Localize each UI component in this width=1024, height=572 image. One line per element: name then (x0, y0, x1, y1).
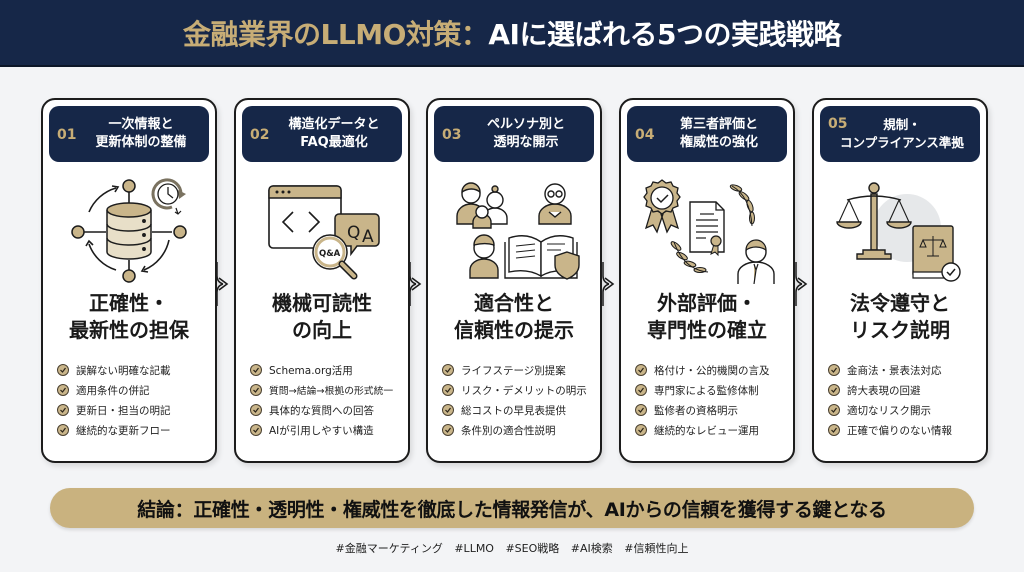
svg-text:Q&A: Q&A (319, 249, 341, 259)
strategy-card-4: 04 第三者評価と 権威性の強化 (619, 98, 795, 463)
conclusion-text: 結論：正確性・透明性・権威性を徹底した情報発信が、AIからの信頼を獲得する鍵とな… (137, 498, 887, 521)
list-item: リスク・デメリットの明示 (442, 380, 594, 400)
card-number: 02 (250, 127, 270, 143)
strategy-card-5: 05 規制・ コンプライアンス準拠 (812, 98, 988, 463)
list-item: 金商法・景表法対応 (828, 360, 980, 380)
check-icon (442, 404, 454, 416)
card-header: 05 規制・ コンプライアンス準拠 (820, 106, 980, 162)
list-item: 総コストの早見表提供 (442, 400, 594, 420)
check-icon (828, 424, 840, 436)
card-title: ペルソナ別と 透明な開示 (486, 117, 565, 150)
check-icon (250, 364, 262, 376)
check-icon (250, 424, 262, 436)
list-item: 正確で偏りのない情報 (828, 420, 980, 440)
check-icon (57, 364, 69, 376)
arrow-right-icon (409, 262, 422, 306)
check-icon (442, 364, 454, 376)
card-number: 05 (828, 116, 848, 132)
hashtag: #LLMO (454, 542, 494, 555)
check-icon (57, 384, 69, 396)
database-cycle-icon (51, 172, 207, 284)
list-item: 適切なリスク開示 (828, 400, 980, 420)
card-checklist: 誤解ない明確な記載 適用条件の併記 更新日・担当の明記 継続的な更新フロー (57, 360, 209, 440)
personas-book-shield-icon (436, 172, 592, 284)
scales-law-book-icon (822, 172, 978, 284)
hashtag: #AI検索 (570, 542, 613, 555)
list-item: AIが引用しやすい構造 (250, 420, 402, 440)
card-title: 規制・ コンプライアンス準拠 (840, 117, 964, 150)
check-icon (57, 424, 69, 436)
list-item: 誇大表現の回避 (828, 380, 980, 400)
check-icon (828, 364, 840, 376)
header-banner: 金融業界のLLMO対策：AIに選ばれる5つの実践戦略 (0, 0, 1024, 67)
card-number: 04 (635, 127, 655, 143)
list-item: ライフステージ別提案 (442, 360, 594, 380)
card-main-heading: 機械可読性 の向上 (272, 291, 372, 342)
strategy-card-3: 03 ペルソナ別と 透明な開示 (426, 98, 602, 463)
card-main-heading: 法令遵守と リスク説明 (850, 291, 950, 342)
check-icon (635, 404, 647, 416)
check-icon (828, 384, 840, 396)
check-icon (250, 404, 262, 416)
card-number: 03 (442, 127, 462, 143)
card-header: 04 第三者評価と 権威性の強化 (627, 106, 787, 162)
page-title-part2: AIに選ばれる5つの実践戦略 (488, 17, 841, 51)
list-item: 格付け・公的機関の言及 (635, 360, 787, 380)
award-certificate-expert-icon (629, 172, 785, 284)
card-header: 03 ペルソナ別と 透明な開示 (434, 106, 594, 162)
hashtag: #金融マーケティング (335, 542, 443, 555)
hashtag: #SEO戦略 (505, 542, 560, 555)
list-item: 質問→結論→根拠の形式統一 (250, 380, 402, 400)
list-item: 誤解ない明確な記載 (57, 360, 209, 380)
list-item: 更新日・担当の明記 (57, 400, 209, 420)
card-main-heading: 外部評価・ 専門性の確立 (647, 291, 767, 342)
strategy-card-2: 02 構造化データと FAQ最適化 Q A Q&A 機械可読性 の向上 Sche… (234, 98, 410, 463)
card-checklist: Schema.org活用 質問→結論→根拠の形式統一 具体的な質問への回答 AI… (250, 360, 402, 440)
list-item: 条件別の適合性説明 (442, 420, 594, 440)
check-icon (635, 384, 647, 396)
page-title: 金融業界のLLMO対策：AIに選ばれる5つの実践戦略 (183, 13, 841, 53)
list-item: 監修者の資格明示 (635, 400, 787, 420)
svg-text:Q: Q (347, 223, 360, 243)
card-checklist: ライフステージ別提案 リスク・デメリットの明示 総コストの早見表提供 条件別の適… (442, 360, 594, 440)
card-checklist: 格付け・公的機関の言及 専門家による監修体制 監修者の資格明示 継続的なレビュー… (635, 360, 787, 440)
list-item: 継続的なレビュー運用 (635, 420, 787, 440)
card-main-heading: 正確性・ 最新性の担保 (69, 291, 189, 342)
arrow-right-icon (795, 262, 808, 306)
check-icon (828, 404, 840, 416)
check-icon (635, 424, 647, 436)
card-checklist: 金商法・景表法対応 誇大表現の回避 適切なリスク開示 正確で偏りのない情報 (828, 360, 980, 440)
code-window-qa-icon: Q A Q&A (244, 172, 400, 284)
list-item: 具体的な質問への回答 (250, 400, 402, 420)
page-title-part1: 金融業界のLLMO対策： (183, 17, 489, 51)
strategy-card-1: 01 一次情報と 更新体制の整備 (41, 98, 217, 463)
card-header: 01 一次情報と 更新体制の整備 (49, 106, 209, 162)
check-icon (442, 424, 454, 436)
hashtag-list: #金融マーケティング #LLMO #SEO戦略 #AI検索 #信頼性向上 (0, 540, 1024, 556)
card-header: 02 構造化データと FAQ最適化 (242, 106, 402, 162)
card-title: 一次情報と 更新体制の整備 (95, 117, 187, 150)
card-number: 01 (57, 127, 77, 143)
list-item: 専門家による監修体制 (635, 380, 787, 400)
card-title: 第三者評価と 権威性の強化 (679, 117, 758, 150)
list-item: Schema.org活用 (250, 360, 402, 380)
card-main-heading: 適合性と 信頼性の提示 (454, 291, 574, 342)
svg-text:A: A (362, 227, 374, 247)
arrow-right-icon (602, 262, 615, 306)
list-item: 適用条件の併記 (57, 380, 209, 400)
card-title: 構造化データと FAQ最適化 (288, 117, 380, 150)
arrow-right-icon (216, 262, 229, 306)
check-icon (442, 384, 454, 396)
check-icon (57, 404, 69, 416)
list-item: 継続的な更新フロー (57, 420, 209, 440)
check-icon (250, 384, 262, 396)
hashtag: #信頼性向上 (624, 542, 689, 555)
check-icon (635, 364, 647, 376)
conclusion-banner: 結論：正確性・透明性・権威性を徹底した情報発信が、AIからの信頼を獲得する鍵とな… (50, 488, 974, 528)
